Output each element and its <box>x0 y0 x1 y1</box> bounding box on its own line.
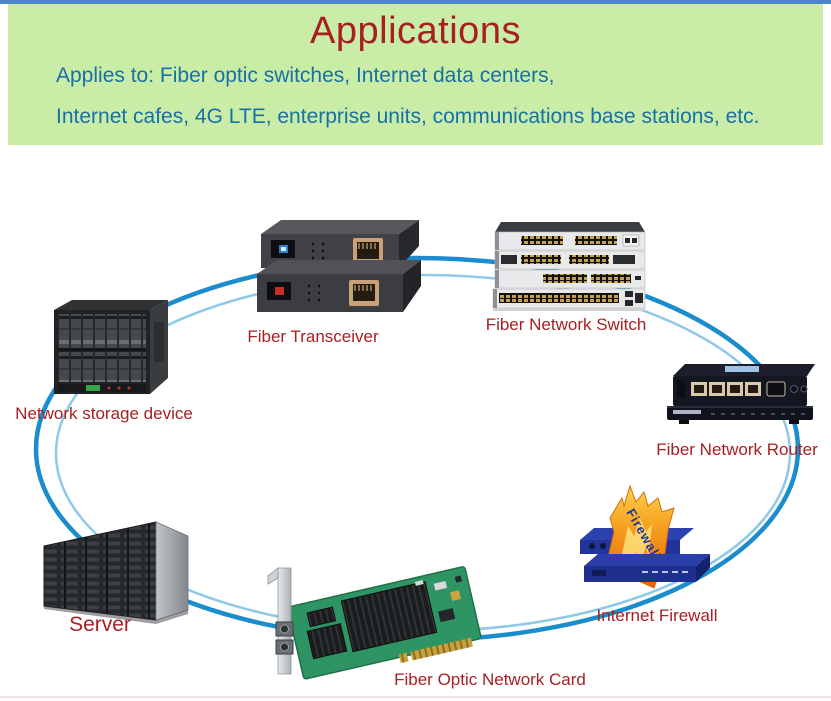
label-fiber-transceiver: Fiber Transceiver <box>247 327 379 346</box>
device-fiber-transceiver <box>253 218 433 320</box>
device-fiber-network-router <box>663 358 817 434</box>
label-fiber-network-router: Fiber Network Router <box>656 440 818 459</box>
label-internet-firewall: Internet Firewall <box>596 606 718 625</box>
device-server <box>38 508 196 624</box>
label-network-storage-device: Network storage device <box>15 404 193 423</box>
internet-firewall-icon: Firewall <box>580 484 710 589</box>
top-accent-bar <box>0 0 831 4</box>
server-icon <box>43 521 189 624</box>
network-storage-device-icon <box>54 300 168 394</box>
subtitle-line-1: Applies to: Fiber optic switches, Intern… <box>56 64 555 87</box>
device-fiber-optic-network-card <box>264 556 520 682</box>
page-title: Applications <box>310 10 521 52</box>
label-server: Server <box>69 613 131 636</box>
device-network-storage <box>46 298 178 402</box>
fiber-optic-network-card-icon <box>267 566 482 680</box>
device-internet-firewall: Firewall <box>576 474 716 602</box>
label-fiber-network-switch: Fiber Network Switch <box>485 315 647 334</box>
device-fiber-network-switch <box>487 222 653 314</box>
header-banner: Applications Applies to: Fiber optic swi… <box>8 4 823 145</box>
fiber-transceiver-icon <box>257 220 421 312</box>
fiber-network-switch-icon <box>492 222 646 311</box>
bottom-divider <box>0 696 831 698</box>
subtitle-line-2: Internet cafes, 4G LTE, enterprise units… <box>56 105 760 128</box>
label-fiber-optic-network-card: Fiber Optic Network Card <box>394 670 586 689</box>
fiber-network-router-icon <box>667 364 815 424</box>
